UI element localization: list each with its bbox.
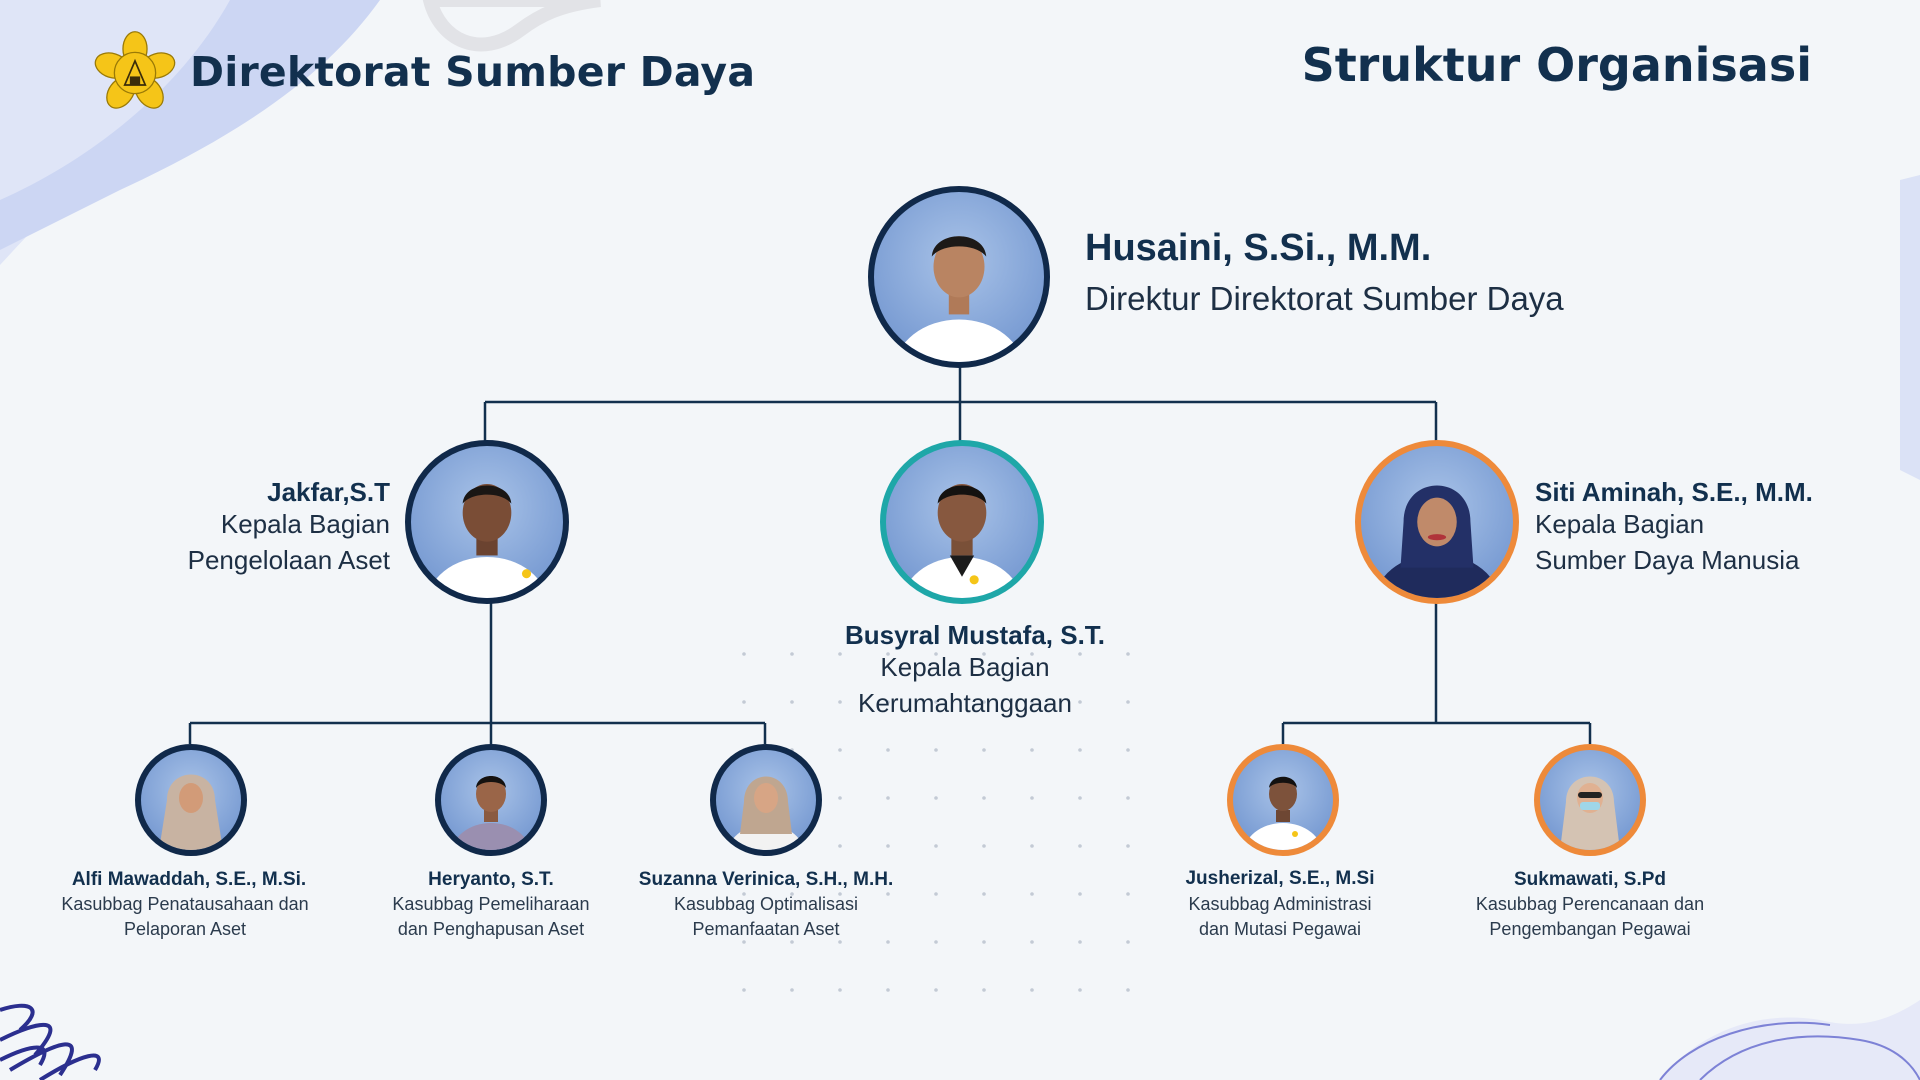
head-photo-busyral [880, 440, 1044, 604]
director-photo [868, 186, 1050, 368]
head-role-line2-jakfar: Pengelolaan Aset [187, 545, 390, 575]
staff-role-line1-jusherizal: Kasubbag Administrasi [1188, 894, 1372, 914]
staff-role-line1-sukmawati: Kasubbag Perencanaan dan [1475, 894, 1705, 914]
head-role-line2-busyral: Kerumahtanggaan [858, 688, 1072, 718]
staff-name-heryanto: Heryanto, S.T. [428, 869, 554, 890]
person-portrait-icon [1243, 776, 1323, 850]
person-portrait-icon [451, 776, 531, 850]
head-role-line2-siti: Sumber Daya Manusia [1535, 545, 1800, 575]
person-portrait-icon [727, 776, 805, 850]
staff-role-line1-alfi: Kasubbag Penatausahaan dan [61, 894, 309, 914]
staff-name-jusherizal: Jusherizal, S.E., M.Si [1185, 868, 1375, 889]
staff-role-line1-suzanna: Kasubbag Optimalisasi [673, 894, 859, 914]
staff-role-line2-suzanna: Pemanfaatan Aset [692, 919, 840, 939]
staff-photo-jusherizal [1227, 744, 1339, 856]
dot-grid-decoration [742, 652, 1130, 992]
staff-role-line1-heryanto: Kasubbag Pemeliharaan [392, 894, 590, 914]
head-role-line1-siti: Kepala Bagian [1535, 509, 1705, 539]
director-role: Direktur Direktorat Sumber Daya [1085, 280, 1564, 317]
head-photo-jakfar [405, 440, 569, 604]
head-role-line1-busyral: Kepala Bagian [880, 652, 1050, 682]
staff-photo-heryanto [435, 744, 547, 856]
director-name: Husaini, S.Si., M.M. [1085, 227, 1432, 269]
staff-photo-alfi [135, 744, 247, 856]
head-name-siti: Siti Aminah, S.E., M.M. [1535, 477, 1813, 507]
staff-name-alfi: Alfi Mawaddah, S.E., M.Si. [71, 869, 307, 890]
staff-role-line2-sukmawati: Pengembangan Pegawai [1489, 919, 1691, 939]
person-portrait-icon [901, 484, 1023, 598]
person-portrait-icon [426, 484, 548, 598]
person-portrait-icon [159, 774, 223, 850]
staff-name-sukmawati: Sukmawati, S.Pd [1513, 869, 1667, 890]
staff-photo-sukmawati [1534, 744, 1646, 856]
page-title: Struktur Organisasi [1301, 38, 1812, 92]
person-portrait-icon [1560, 776, 1620, 850]
person-portrait-icon [895, 236, 1023, 362]
staff-name-suzanna: Suzanna Verinica, S.H., M.H. [638, 869, 894, 890]
brand-title: Direktorat Sumber Daya [190, 48, 756, 96]
staff-photo-suzanna [710, 744, 822, 856]
head-photo-siti [1355, 440, 1519, 604]
staff-role-line2-alfi: Pelaporan Aset [123, 919, 247, 939]
head-name-jakfar: Jakfar,S.T [267, 477, 390, 507]
staff-role-line2-jusherizal: dan Mutasi Pegawai [1198, 919, 1362, 939]
person-portrait-icon [1373, 485, 1501, 598]
head-role-line1-jakfar: Kepala Bagian [220, 509, 390, 539]
head-name-busyral: Busyral Mustafa, S.T. [844, 620, 1106, 650]
university-logo-icon [94, 31, 176, 109]
staff-role-line2-heryanto: dan Penghapusan Aset [397, 919, 585, 939]
